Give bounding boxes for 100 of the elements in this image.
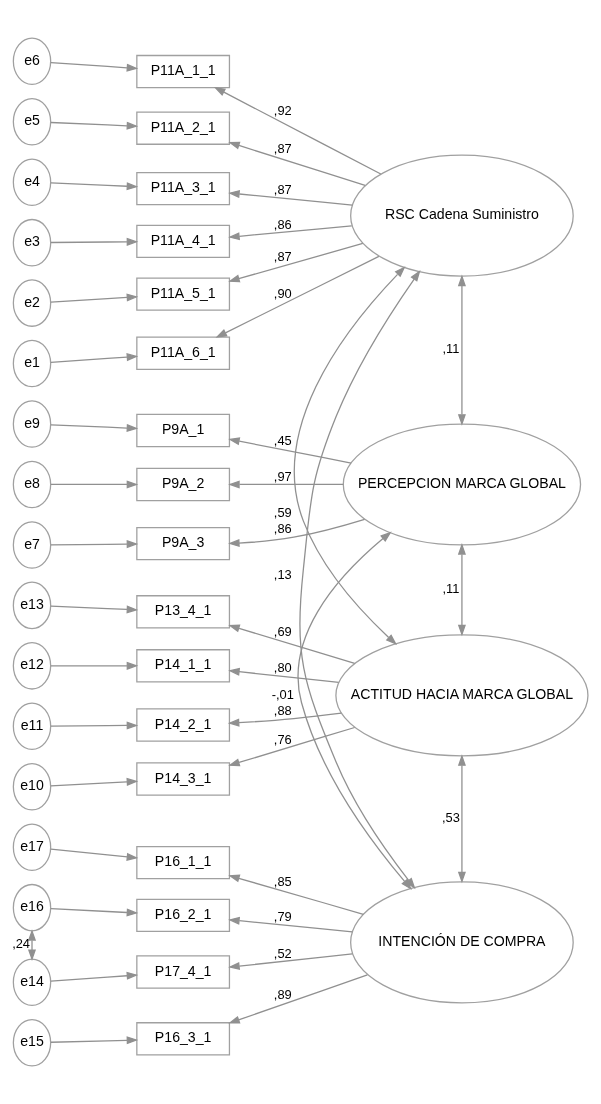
node-box: P9A_2 [136,467,231,502]
edge-label: ,85 [273,873,292,889]
node-ellipse: e2 [12,279,52,327]
node-box: P17_4_1 [136,955,231,989]
arrow [228,141,366,187]
edge-label: ,59 [273,505,292,521]
arrow [50,293,139,303]
arrow [228,242,364,283]
arrow [297,531,412,891]
arrow [228,437,352,464]
node-ellipse: e13 [12,581,52,630]
edge-label: ,86 [273,521,292,537]
node-ellipse: e16 [12,883,52,932]
arrow [457,543,466,637]
arrow [50,661,139,670]
node-ellipse: e17 [12,823,52,871]
node-box: P11A_1_1 [136,54,231,89]
arrow [228,726,356,767]
node-ellipse: e10 [12,762,52,811]
edge-label: ,88 [273,702,292,718]
node-box: P11A_3_1 [136,171,231,206]
edge-label: ,13 [273,567,292,583]
node-ellipse: e5 [12,97,52,146]
arrow [50,121,139,130]
edge-label: ,89 [273,986,292,1002]
arrow [228,667,340,683]
edge-label: ,45 [273,432,292,448]
arrow [27,929,37,961]
node-ellipse: e4 [12,158,52,206]
edge-label: ,69 [273,624,292,640]
node-box: P11A_4_1 [136,224,231,259]
node-box: P13_4_1 [136,595,231,629]
arrow [457,754,466,884]
node-ellipse: e9 [12,400,52,448]
arrow [228,624,356,664]
node-ellipse: e7 [12,521,52,569]
edge-label: ,87 [273,140,292,156]
node-box: P11A_2_1 [136,111,231,145]
node-ellipse: e12 [12,642,52,690]
node-box: P14_2_1 [136,708,231,742]
arrow [457,274,466,426]
edge-label: ,11 [442,341,460,357]
arrow [228,518,366,548]
arrow [228,916,353,933]
arrow [50,605,139,614]
edge-label: ,79 [273,908,292,924]
arrow [227,712,342,727]
edge-label: ,87 [273,181,292,197]
node-ellipse: e15 [12,1018,52,1067]
edge-label: ,87 [273,248,292,264]
arrow [50,721,139,730]
edge-label: ,24 [12,936,31,952]
node-box: P14_3_1 [136,762,231,796]
arrow [50,1036,139,1045]
node-ellipse: e1 [12,339,52,388]
edge-label: ,97 [273,468,292,484]
node-ellipse: INTENCIÓN DE COMPRA [350,881,574,1004]
arrow [228,874,364,915]
arrow [50,424,139,433]
arrow [228,953,353,971]
arrow [50,540,139,549]
node-ellipse: PERCEPCION MARCA GLOBAL [342,423,582,546]
node-ellipse: e3 [12,218,52,267]
node-box: P11A_5_1 [136,277,231,311]
arrow [50,907,139,917]
edge-label: ,90 [273,285,292,301]
node-box: P16_2_1 [136,898,231,933]
node-box: P9A_1 [136,413,231,448]
arrow [228,190,353,206]
arrow [50,61,139,72]
arrow [228,974,369,1024]
edge-label: ,92 [273,103,292,119]
arrow [50,182,139,191]
arrow [50,971,139,982]
arrow [228,225,353,241]
arrow [50,777,139,787]
node-box: P16_1_1 [136,845,231,880]
edge-label: ,52 [273,945,292,961]
node-box: P9A_3 [136,526,231,561]
node-ellipse: e6 [12,37,52,86]
arrow [215,255,380,338]
node-box: P16_3_1 [136,1022,231,1056]
node-box: P14_1_1 [136,649,231,683]
node-ellipse: e8 [12,460,52,509]
edge-label: -,01 [271,686,294,702]
edge-label: ,80 [273,660,292,676]
node-ellipse: e11 [12,702,52,751]
arrow [50,480,139,489]
edge-label: ,53 [442,810,460,826]
arrow [293,266,406,646]
arrow [50,237,139,246]
node-box: P11A_6_1 [136,336,231,370]
arrow [213,86,382,175]
arrow [50,848,139,861]
edge-label: ,11 [442,581,460,597]
node-ellipse: e14 [12,958,52,1007]
arrow [228,480,345,489]
arrow [50,353,139,363]
edge-label: ,86 [273,216,292,232]
edge-label: ,76 [273,732,292,748]
